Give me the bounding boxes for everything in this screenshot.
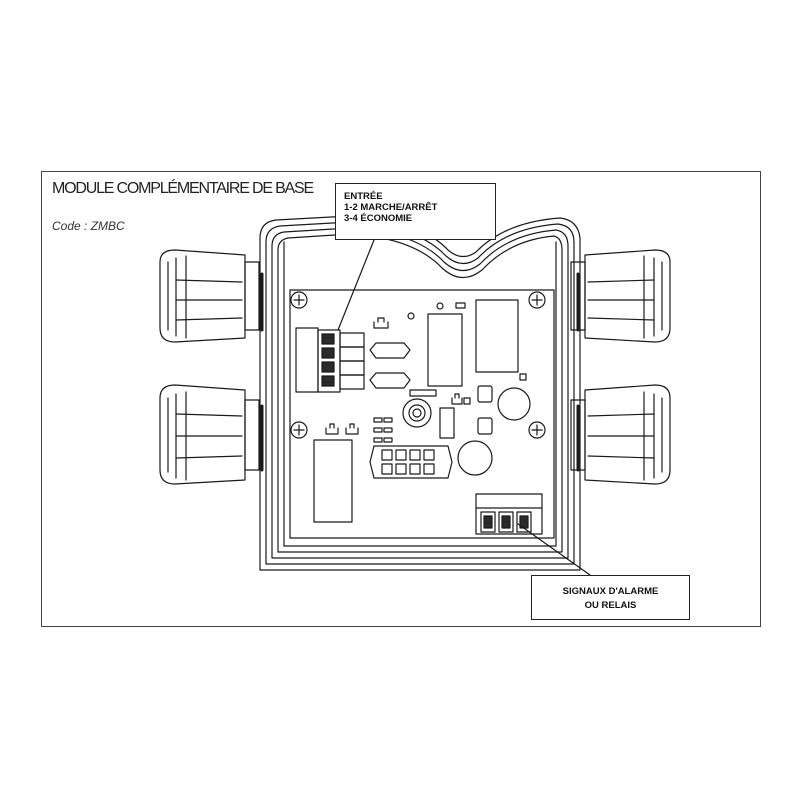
callout-signaux: SIGNAUX D'ALARME OU RELAIS: [531, 575, 690, 620]
cable-gland-bottom-left: [159, 384, 260, 485]
callout-entree-line: 3-4 ÉCONOMIE: [344, 213, 413, 224]
fuse: [369, 372, 411, 389]
relay: [475, 299, 519, 373]
mounting-screw-icon: [528, 291, 546, 309]
fuse: [369, 342, 411, 359]
cable-gland-bottom-right: [570, 384, 671, 485]
leader-line-entree: [337, 239, 375, 331]
leader-line-signaux: [517, 523, 591, 576]
drawing-frame: [41, 171, 761, 627]
mounting-screw-icon: [528, 421, 546, 439]
callout-entree: ENTRÉE 1-2 MARCHE/ARRÊT 3-4 ÉCONOMIE: [335, 183, 496, 240]
capacitor: [497, 387, 531, 421]
relay: [427, 313, 463, 387]
drawing-title: MODULE COMPLÉMENTAIRE DE BASE: [52, 180, 314, 197]
cable-gland-top-left: [159, 249, 260, 343]
callout-entree-line: 1-2 MARCHE/ARRÊT: [344, 202, 438, 213]
product-code: Code : ZMBC: [52, 219, 125, 233]
callout-entree-line: ENTRÉE: [344, 191, 383, 202]
mounting-screw-icon: [290, 291, 308, 309]
cable-gland-top-right: [570, 249, 671, 343]
callout-signaux-line: OU RELAIS: [584, 600, 637, 611]
connector-header: [369, 445, 453, 479]
relay: [313, 439, 353, 523]
potentiometer: [402, 398, 432, 428]
buzzer: [457, 440, 493, 476]
enclosure-housing: [259, 215, 581, 571]
callout-signaux-line: SIGNAUX D'ALARME: [562, 586, 659, 597]
mounting-screw-icon: [290, 421, 308, 439]
input-terminal-block: [295, 327, 365, 393]
alarm-output-terminal: [475, 493, 543, 535]
circuit-board: [289, 289, 555, 539]
